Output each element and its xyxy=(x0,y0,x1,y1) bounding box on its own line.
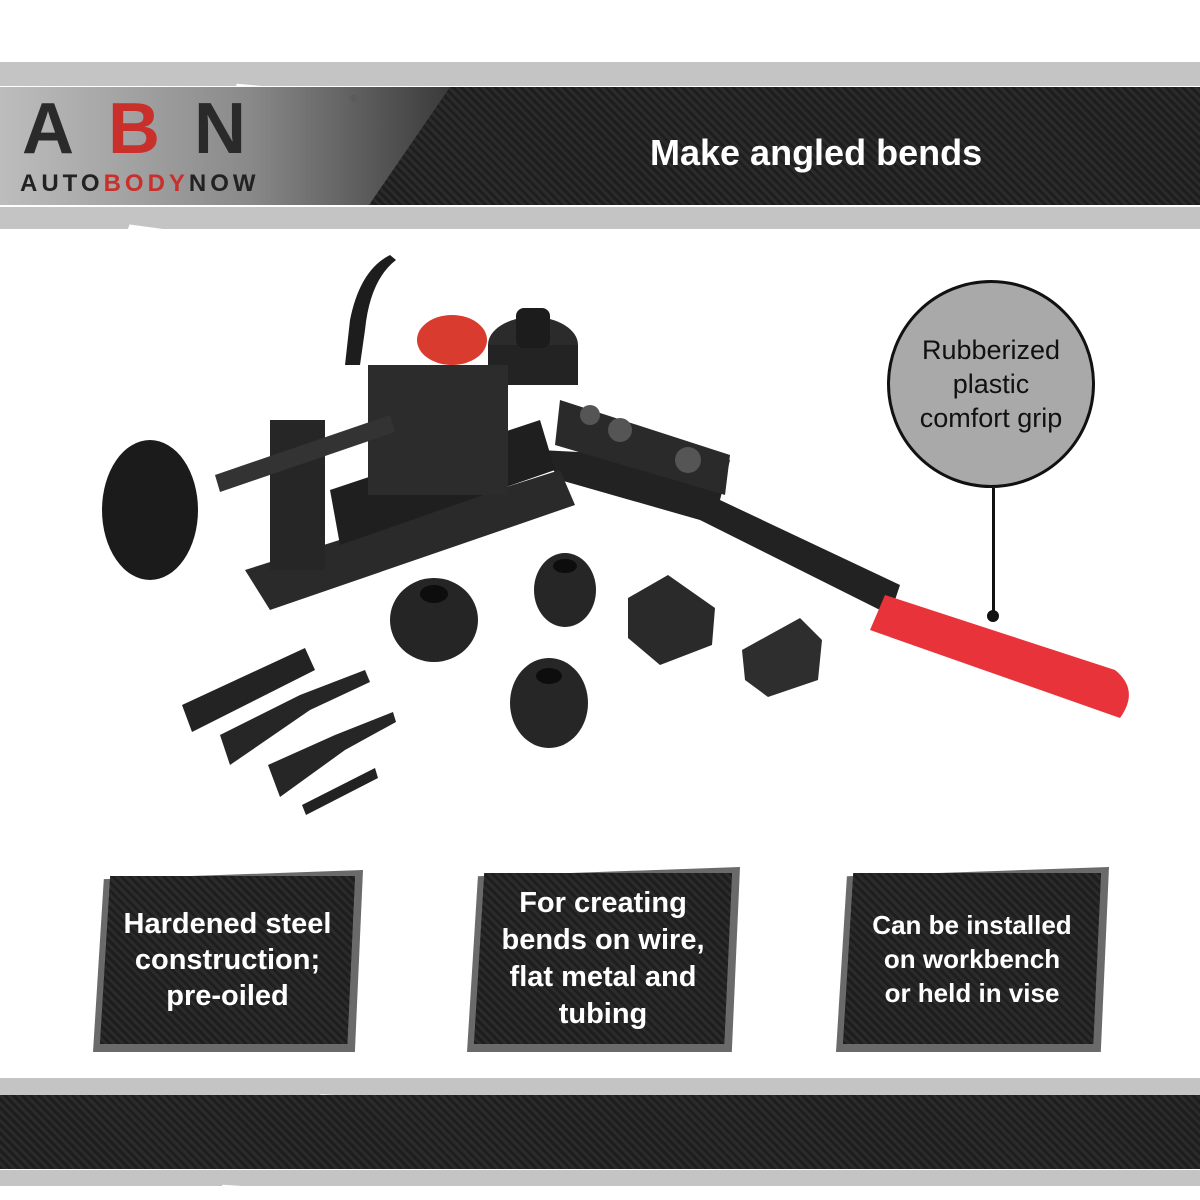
bender-tool-icon xyxy=(102,255,1129,815)
callout-dot xyxy=(987,610,999,622)
header-stripe-bottom xyxy=(0,207,1200,229)
brand-wordmark: AUTOBODYNOW xyxy=(20,170,260,197)
feature-text: Hardened steel construction; pre-oiled xyxy=(123,908,332,1012)
product-image xyxy=(102,255,1129,815)
callout-leader-line xyxy=(992,488,995,615)
feature-text: Can be installed on workbench or held in… xyxy=(872,909,1072,1008)
header-stripe-top xyxy=(0,62,1200,86)
callout-grip: Rubberized plastic comfort grip xyxy=(887,280,1095,488)
logo-background xyxy=(0,87,450,205)
footer-band xyxy=(0,1095,1200,1169)
callout-text: Rubberized plastic comfort grip xyxy=(919,335,1063,433)
feature-box-1: Hardened steel construction; pre-oiled xyxy=(100,876,355,1044)
feature-box-2: For creating bends on wire, flat metal a… xyxy=(474,873,732,1044)
brand-logo: ABN xyxy=(22,89,280,169)
feature-text: For creating bends on wire, flat metal a… xyxy=(501,886,705,1030)
feature-box-3: Can be installed on workbench or held in… xyxy=(843,873,1101,1044)
page-title: Make angled bends xyxy=(650,132,983,173)
footer-stripe-bottom xyxy=(0,1170,1200,1186)
footer-stripe-top xyxy=(0,1078,1200,1095)
registered-mark: ® xyxy=(350,94,358,105)
